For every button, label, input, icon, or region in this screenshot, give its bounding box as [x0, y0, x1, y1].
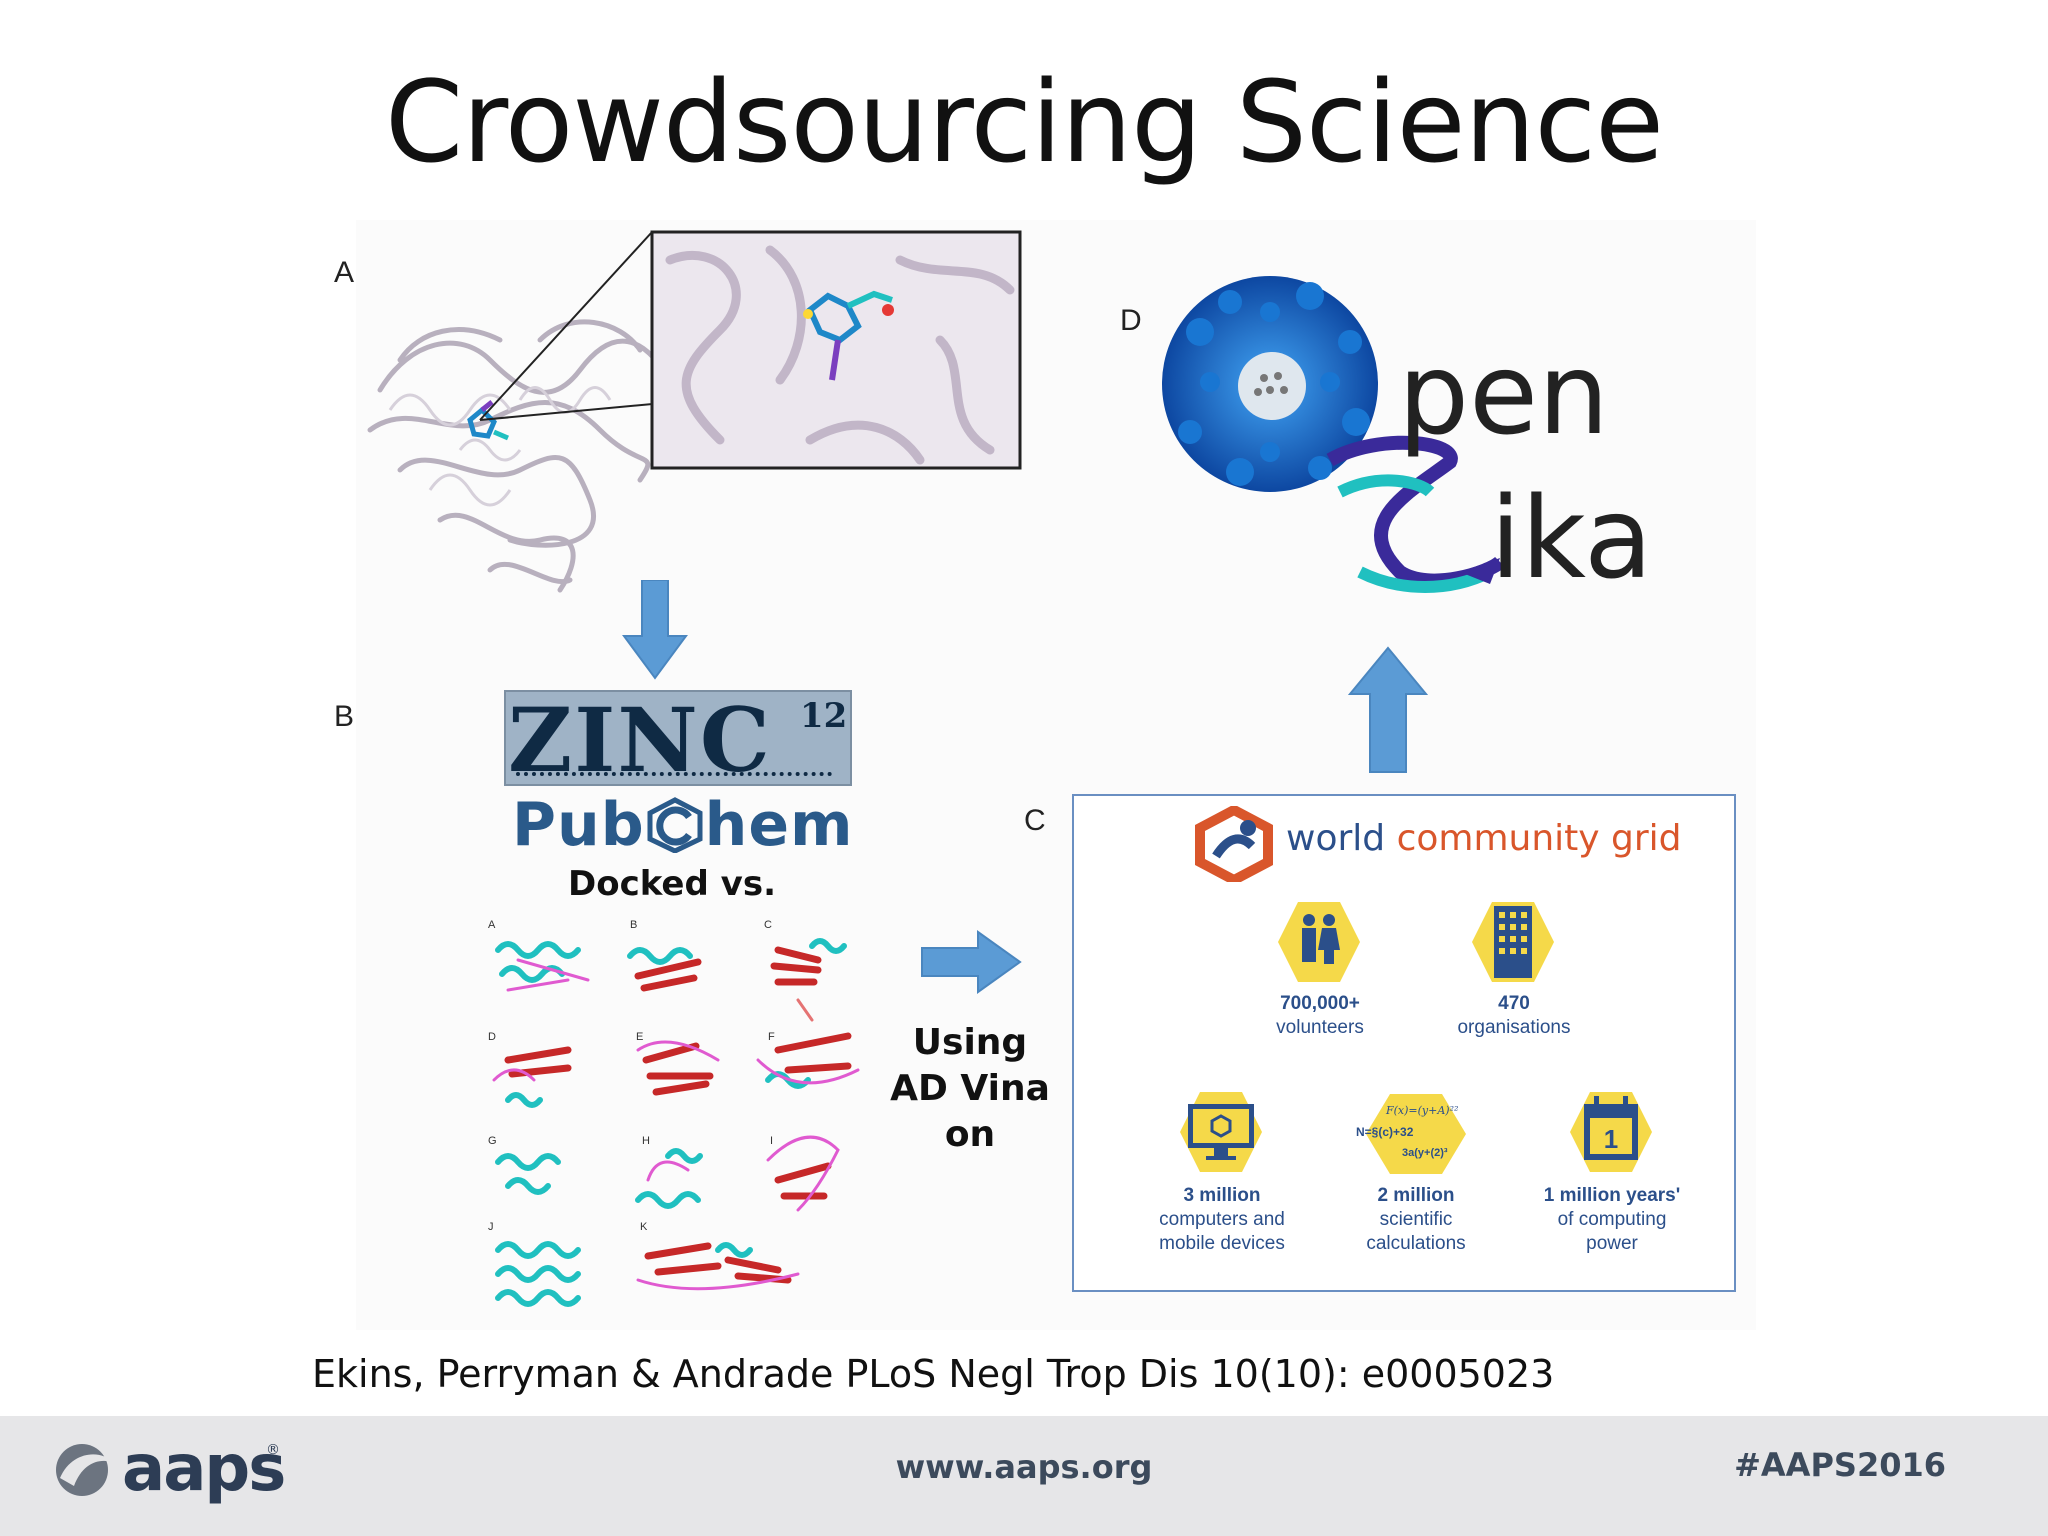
calendar-icon: 1 — [1570, 1092, 1652, 1172]
grid-label-c: C — [764, 919, 772, 931]
zinc-dotted-rule — [516, 772, 832, 776]
formula-line-1: F(x)=(y+A)²² — [1385, 1104, 1458, 1117]
calendar-day: 1 — [1604, 1124, 1618, 1154]
stat-organisations-value: 470 — [1498, 993, 1530, 1014]
formula-icon: F(x)=(y+A)²² N=§(c)+32 3a(y+(2)³ — [1356, 1094, 1466, 1174]
zinc-logo-box — [504, 690, 852, 786]
grid-label-f: F — [768, 1031, 775, 1043]
panel-label-c: C — [1024, 804, 1046, 837]
openzika-ika-text: ika — [1490, 474, 1653, 604]
stat-computers-value: 3 million — [1183, 1185, 1261, 1206]
stat-computers: 3 million computers and mobile devices — [1122, 1184, 1322, 1256]
stat-volunteers: 700,000+ volunteers — [1220, 992, 1420, 1040]
formula-line-3: 3a(y+(2)³ — [1402, 1147, 1448, 1159]
zinc-logo-text: ZINC — [508, 688, 772, 792]
arrow-up-icon — [1348, 646, 1428, 773]
stat-organisations: 470 organisations — [1414, 992, 1614, 1040]
protein-target-grid: A B C D E F G H I J K — [488, 919, 860, 1307]
panel-label-d: D — [1120, 304, 1142, 337]
footer-url: www.aaps.org — [895, 1448, 1153, 1486]
pubchem-hexagon-c-icon — [647, 797, 703, 854]
aaps-registered-mark: ® — [266, 1442, 280, 1458]
building-icon — [1472, 902, 1554, 982]
stat-volunteers-label: volunteers — [1276, 1017, 1364, 1038]
grid-label-a: A — [488, 919, 496, 931]
aaps-logo-text: aaps — [122, 1432, 286, 1506]
aaps-swirl-logo-icon — [56, 1444, 112, 1496]
world-community-grid-logo-icon — [1195, 806, 1273, 882]
footer-hashtag: #AAPS2016 — [1734, 1446, 1946, 1484]
stat-computers-label-2: mobile devices — [1159, 1233, 1285, 1254]
formula-line-2: N=§(c)+32 — [1356, 1125, 1414, 1139]
grid-label-b: B — [630, 919, 637, 931]
ad-vina-line-3: on — [944, 1114, 996, 1155]
pubchem-hem: hem — [704, 790, 854, 860]
grid-label-j: J — [488, 1221, 494, 1233]
monitor-icon — [1180, 1092, 1262, 1172]
docked-vs-label: Docked vs. — [568, 864, 776, 904]
grid-label-i: I — [770, 1135, 773, 1147]
stat-computing-years-label-2: power — [1586, 1233, 1638, 1254]
openzika-pen-text: pen — [1398, 330, 1609, 460]
grid-label-k: K — [640, 1221, 648, 1233]
stat-calculations: 2 million scientific calculations — [1316, 1184, 1516, 1256]
stat-calculations-label-2: calculations — [1366, 1233, 1466, 1254]
world-community-grid-panel — [1072, 794, 1736, 1292]
grid-label-e: E — [636, 1031, 643, 1043]
openzika-logo — [1162, 276, 1505, 593]
ad-vina-label: Using AD Vina on — [880, 1020, 1060, 1158]
wcg-world-word: world — [1286, 818, 1386, 859]
protein-structure-figure — [367, 230, 1022, 593]
grid-label-d: D — [488, 1031, 496, 1043]
stat-organisations-label: organisations — [1457, 1017, 1571, 1038]
stat-calculations-label-1: scientific — [1379, 1209, 1453, 1230]
stat-computing-years-value: 1 million years' — [1543, 1185, 1681, 1206]
panel-label-b: B — [334, 700, 355, 733]
citation: Ekins, Perryman & Andrade PLoS Negl Trop… — [312, 1352, 1555, 1396]
people-icon — [1278, 902, 1360, 982]
panel-label-a: A — [334, 256, 355, 289]
footer-bar — [0, 1416, 2048, 1536]
arrow-right-icon — [921, 930, 1022, 994]
arrow-down-icon — [622, 580, 688, 680]
stat-calculations-value: 2 million — [1377, 1185, 1455, 1206]
stat-computing-years-label-1: of computing — [1557, 1209, 1667, 1230]
stat-computers-label-1: computers and — [1159, 1209, 1285, 1230]
grid-label-h: H — [642, 1135, 650, 1147]
zinc-version: 12 — [800, 696, 848, 736]
ad-vina-line-1: Using — [912, 1022, 1028, 1063]
stat-computing-years: 1 million years' of computing power — [1512, 1184, 1712, 1256]
slide-title: Crowdsourcing Science — [385, 58, 1664, 188]
stat-volunteers-value: 700,000+ — [1280, 993, 1360, 1014]
wcg-community-grid-words: community grid — [1396, 818, 1682, 859]
world-community-grid-title: world community grid — [1286, 818, 1682, 859]
grid-label-g: G — [488, 1135, 497, 1147]
ad-vina-line-2: AD Vina — [890, 1068, 1050, 1109]
pubchem-pub: Pub — [512, 790, 645, 860]
